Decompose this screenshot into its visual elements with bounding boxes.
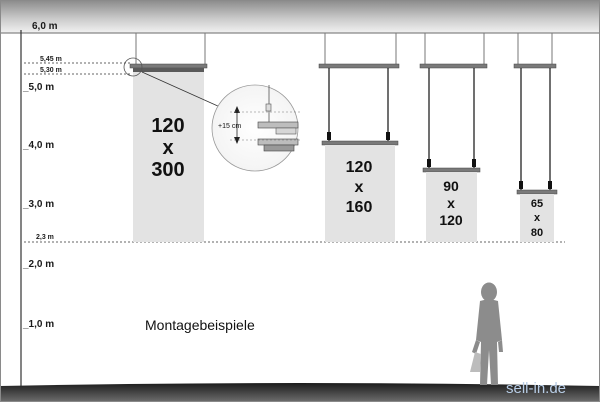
banner-height: 160 [346, 199, 373, 216]
banner-width: 90 [443, 178, 459, 194]
top-rail [419, 63, 488, 69]
banner-panel [325, 145, 395, 242]
detail-marker [123, 57, 143, 77]
banner-width: 120 [151, 115, 184, 137]
banner-x: x [162, 137, 173, 159]
detail-callout-label: +15 cm [218, 123, 241, 130]
banner-width: 120 [346, 159, 373, 176]
banner-120x160: 120 x 160 [318, 33, 400, 242]
banner-90x120: 90 x 120 [419, 33, 488, 242]
banner-height: 80 [531, 227, 543, 239]
ceiling-band [0, 0, 600, 33]
height-label-2-3: 2,3 m [36, 234, 54, 241]
height-label-5-30: 5,30 m [40, 67, 62, 74]
banner-x: x [447, 195, 455, 211]
caption: Montagebeispiele [145, 317, 255, 333]
height-label-1-0: _1,0 m [22, 319, 54, 330]
banner-panel [520, 194, 554, 242]
banner-120x300: 120 x 300 [129, 33, 208, 242]
height-label-2-0: _2,0 m [22, 259, 54, 270]
top-rail-lower [133, 68, 204, 72]
banner-x: x [534, 212, 541, 224]
banner-panel [426, 172, 477, 242]
height-label-5-0: _5,0 m [22, 82, 54, 93]
watermark: sell-in.de [506, 380, 566, 397]
banner-height: 120 [439, 212, 463, 228]
person-silhouette-icon [470, 282, 503, 385]
banner-height: 300 [151, 159, 184, 181]
banner-65x80: 65 x 80 [513, 33, 558, 242]
banner-panel [133, 72, 204, 242]
height-label-3-0: _3,0 m [22, 199, 54, 210]
detail-zoom: +15 cm [211, 84, 300, 172]
height-label-5-45: 5,45 m [40, 56, 62, 63]
height-label-4-0: _4,0 m [22, 140, 54, 151]
floor [0, 383, 600, 402]
top-rail [318, 63, 400, 69]
top-rail [513, 63, 557, 69]
height-label-6-0: 6,0 m [32, 21, 58, 32]
banner-x: x [355, 179, 364, 196]
banner-width: 65 [531, 198, 543, 210]
